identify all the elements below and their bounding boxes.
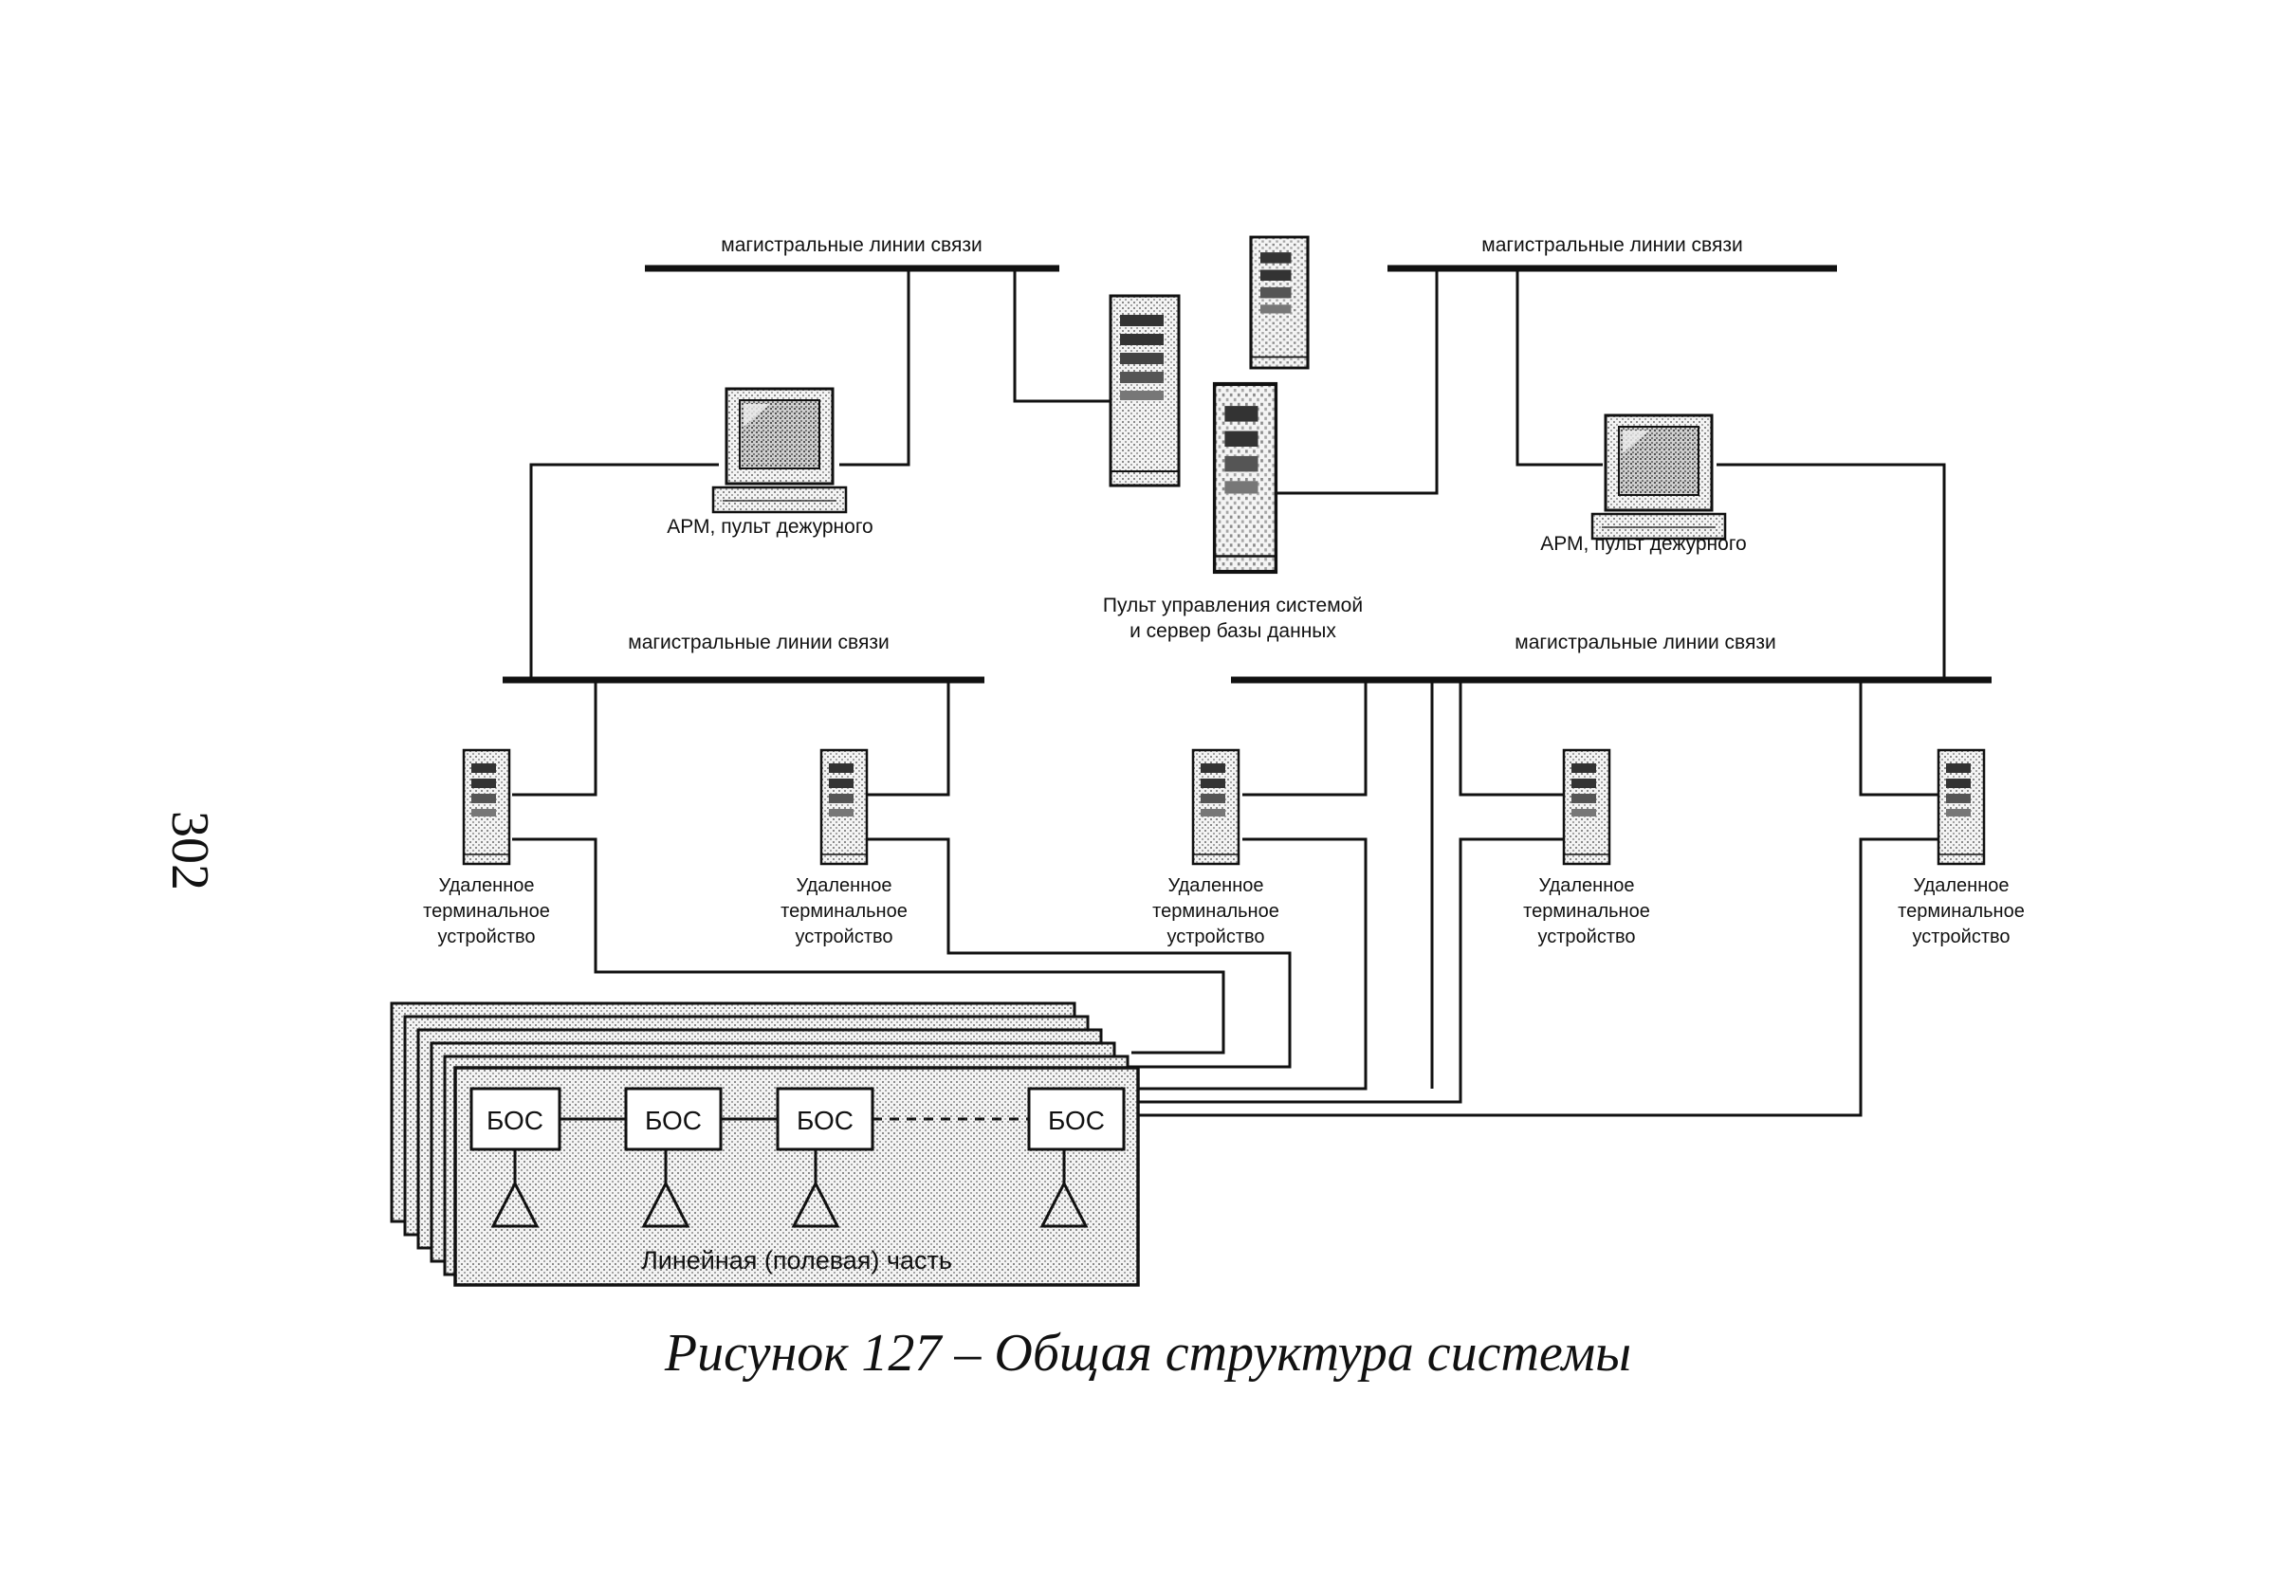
rtu-1-label-line1: Удаленное bbox=[438, 875, 534, 896]
rtu-2-label-line2: терминальное bbox=[781, 901, 908, 922]
trunk-label-mid-left: магистральные линии связи bbox=[628, 632, 889, 653]
rtu-5-label-line3: устройство bbox=[1912, 926, 2010, 947]
sensor-4 bbox=[1039, 1180, 1089, 1228]
rtu-3-label-line3: устройство bbox=[1166, 926, 1264, 947]
bos-2-label: БОС bbox=[645, 1106, 702, 1135]
bos-4: БОС bbox=[1027, 1087, 1126, 1228]
rtu-5-label-line1: Удаленное bbox=[1913, 875, 2009, 896]
sensor-2 bbox=[641, 1180, 690, 1228]
field-title: Линейная (полевая) часть bbox=[641, 1246, 952, 1275]
sensor-1 bbox=[490, 1180, 540, 1228]
rtu-1-label-line2: терминальное bbox=[423, 901, 550, 922]
arm-right: АРМ, пульт дежурного bbox=[1540, 413, 1747, 555]
bos-3: БОС bbox=[776, 1087, 874, 1228]
rtu-5: Удаленное терминальное устройство bbox=[1898, 748, 2025, 947]
figure-caption: Рисунок 127 – Общая структура системы bbox=[664, 1324, 1632, 1383]
field-part: БОС БОС БОС БОС Линейная (полевая) часть bbox=[390, 1001, 1140, 1287]
rtu-1-label-line3: устройство bbox=[437, 926, 535, 947]
bos-4-label: БОС bbox=[1048, 1106, 1105, 1135]
upper-wiring bbox=[529, 268, 1946, 680]
sensor-3 bbox=[791, 1180, 840, 1228]
server-label-line2: и сервер базы данных bbox=[1130, 620, 1336, 642]
trunk-label-mid-right: магистральные линии связи bbox=[1515, 632, 1775, 653]
rtu-2-label-line3: устройство bbox=[795, 926, 892, 947]
rtu-5-label-line2: терминальное bbox=[1898, 901, 2025, 922]
rtu-2: Удаленное терминальное устройство bbox=[781, 748, 908, 947]
bos-1-label: БОС bbox=[487, 1106, 543, 1135]
bos-2: БОС bbox=[624, 1087, 723, 1228]
rtu-2-label-line1: Удаленное bbox=[796, 875, 891, 896]
arm-left-label: АРМ, пульт дежурного bbox=[667, 516, 872, 538]
rtu-4: Удаленное терминальное устройство bbox=[1523, 748, 1650, 947]
trunk-bus-mid-left: магистральные линии связи bbox=[503, 632, 984, 684]
rtu-4-label-line2: терминальное bbox=[1523, 901, 1650, 922]
rtu-4-label-line3: устройство bbox=[1537, 926, 1635, 947]
rtu-3: Удаленное терминальное устройство bbox=[1152, 748, 1279, 947]
trunk-label-top-right: магистральные линии связи bbox=[1481, 234, 1742, 256]
rtu-3-label-line2: терминальное bbox=[1152, 901, 1279, 922]
trunk-label-top-left: магистральные линии связи bbox=[721, 234, 982, 256]
server-cluster: Пульт управления системой и сервер базы … bbox=[1103, 235, 1363, 642]
bos-3-label: БОС bbox=[797, 1106, 854, 1135]
page-number: 302 bbox=[160, 811, 219, 890]
rtu-4-label-line1: Удаленное bbox=[1538, 875, 1634, 896]
trunk-bus-mid-right: магистральные линии связи bbox=[1231, 632, 1992, 684]
trunk-bus-top-right: магистральные линии связи bbox=[1387, 234, 1837, 272]
arm-right-label: АРМ, пульт дежурного bbox=[1540, 533, 1746, 555]
rtu-3-label-line1: Удаленное bbox=[1167, 875, 1263, 896]
trunk-bus-top-left: магистральные линии связи bbox=[645, 234, 1059, 272]
rtu-wiring bbox=[512, 680, 1939, 1117]
bos-1: БОС bbox=[469, 1087, 561, 1228]
rtu-1: Удаленное терминальное устройство bbox=[423, 748, 550, 947]
arm-left: АРМ, пульт дежурного bbox=[667, 387, 873, 538]
server-label-line1: Пульт управления системой bbox=[1103, 595, 1363, 616]
